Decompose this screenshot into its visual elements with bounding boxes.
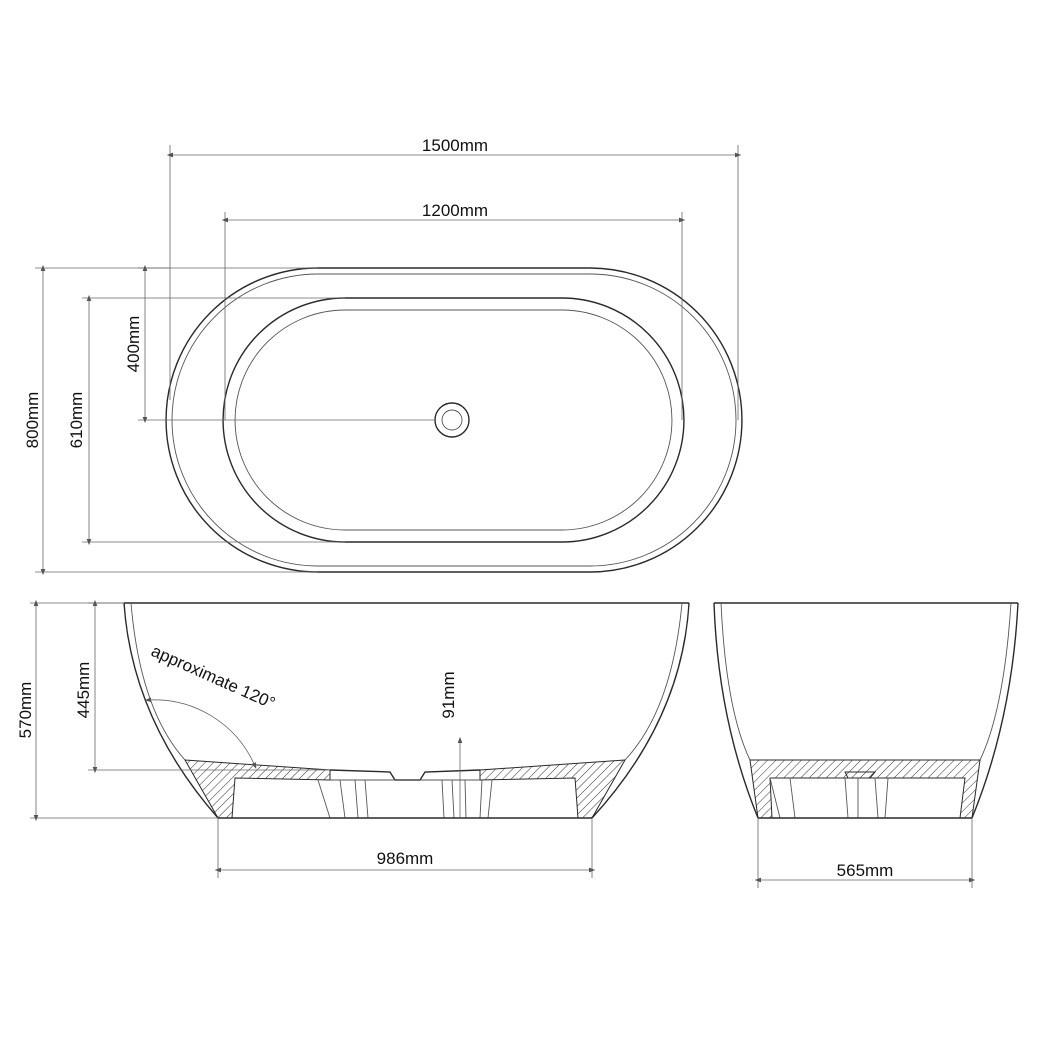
dim-base-thickness: 91mm [439, 671, 458, 718]
drain-outer-icon [434, 402, 470, 438]
side-view [713, 602, 1019, 819]
dim-inner-depth: 445mm [74, 662, 93, 719]
dim-overall-height: 570mm [16, 682, 35, 739]
top-view [165, 267, 743, 573]
front-view: approximate 120° [123, 602, 690, 819]
dim-inner-width: 610mm [67, 392, 86, 449]
dim-base-length: 986mm [377, 849, 434, 868]
dim-overall-length: 1500mm [422, 136, 488, 155]
dim-inner-length: 1200mm [422, 201, 488, 220]
drain-inner-icon [441, 409, 463, 431]
outer-rim [165, 267, 743, 573]
front-view-dimensions: 570mm 445mm 91mm 986mm [16, 599, 596, 878]
inner-basin-top [222, 297, 685, 543]
side-base-section [749, 759, 981, 819]
dim-overall-width: 800mm [23, 392, 42, 449]
inner-basin-bottom [234, 309, 673, 531]
base-section-left [184, 759, 331, 819]
side-view-dimensions: 565mm [754, 818, 976, 888]
top-view-dimensions: 1500mm 1200mm 800mm 610mm 400mm [23, 136, 742, 576]
dim-base-width: 565mm [837, 861, 894, 880]
base-section-right [479, 759, 626, 819]
outer-rim-inner-edge [171, 273, 737, 567]
angle-annotation: approximate 120° [148, 641, 278, 713]
dim-drain-offset: 400mm [124, 316, 143, 373]
